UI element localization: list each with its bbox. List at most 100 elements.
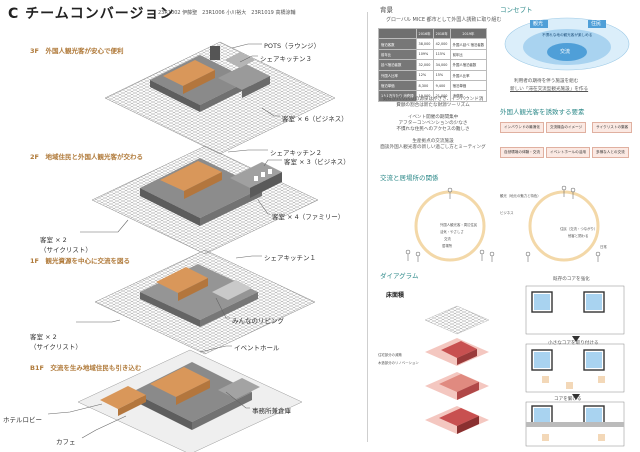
table-cell: 9,400	[432, 79, 451, 92]
page-title: C チームコンバージョン	[8, 6, 175, 22]
exchange-diagram	[405, 185, 601, 262]
attract-tag: 交流機会のイメージ	[546, 122, 587, 133]
label-rooms-family: 客室 × 4（ファミリー）	[272, 213, 345, 221]
massing-caption-b: 木造部分のリノベーション	[378, 361, 419, 365]
label-kitchen-2: シェアキッチン２	[270, 149, 322, 157]
floor-b1f-heading: B1F 交流を生み地域住民も引き込む	[30, 364, 142, 372]
table-header: 2019年	[449, 27, 488, 40]
table-cell: 15%	[432, 69, 451, 81]
table-header: 2016年	[415, 27, 434, 40]
core-steps-diagram	[525, 285, 625, 447]
label-pots: POTS（ラウンジ）	[264, 42, 321, 50]
note-line: 生産拠点の交流施設	[412, 139, 454, 144]
table-cell: 34,000	[432, 59, 451, 71]
isometric-floor-plans	[47, 41, 336, 452]
floor-2f-heading: 2F 地域住民と外国人観光客が交わる	[30, 153, 143, 161]
background-subtitle: グローバル MICE 都市として外国人誘致に取り組む	[386, 17, 502, 23]
table-row-header: 延べ宿泊者数	[378, 59, 417, 71]
label-rooms-cyclist-1f-sub: （サイクリスト）	[30, 343, 82, 351]
concept-summary-b: 新しい「滞在交流型観光施設」を作る	[510, 87, 589, 92]
table-cell: 38,000	[415, 38, 434, 50]
floor-3f-drawing	[104, 41, 336, 155]
label-kitchen-3: シェアキッチン３	[260, 55, 312, 63]
concept-heading: コンセプト	[500, 6, 533, 14]
massing-2	[425, 338, 489, 366]
table-row-header: 外国人比率	[378, 69, 417, 81]
table-cell: 外国人比率	[449, 69, 488, 81]
concept-venn	[504, 17, 630, 71]
massing-3	[425, 372, 489, 400]
table-cell: 42,000	[432, 38, 451, 50]
exchange-label: 交流	[444, 237, 451, 241]
table-cell: 消費額	[449, 90, 488, 102]
table-header: 2018年	[432, 27, 451, 40]
table-row-header: 前年比	[378, 48, 417, 61]
exchange-label: 日常	[600, 245, 607, 249]
concept-summary-a: 利用者の期待を伴う施設を組む	[514, 79, 579, 84]
massing-diagrams	[424, 305, 490, 434]
leader-lines	[47, 43, 282, 439]
table-cell: 21,000	[432, 90, 451, 102]
table-cell: 109%	[415, 48, 434, 61]
diagram-heading: ダイアグラム	[380, 272, 419, 280]
core-step-label: 小さなコアを取り付ける	[548, 341, 599, 346]
exchange-heading: 交流と居場所の関係	[380, 174, 439, 182]
exchange-label: 外国人観光客・周辺住民	[440, 223, 478, 227]
attract-tag: 自然環境の体験・交流	[500, 147, 544, 158]
label-rooms-cyclist-1f: 客室 × 2	[30, 333, 57, 341]
attract-tag: サイクリストの集客	[592, 122, 633, 133]
table-row-header: 宿泊客数	[378, 38, 417, 50]
label-living: みんなのリビング	[232, 317, 284, 325]
note-line: アフターコンベンションの少なさ	[398, 121, 468, 126]
floor-area-label: 床面積	[386, 292, 405, 299]
background-heading: 背景	[380, 6, 393, 14]
table-cell: 外国人延べ 宿泊者数	[449, 38, 488, 50]
table-cell: 宿泊単価	[449, 79, 488, 92]
exchange-label: 活気・やさしさ	[440, 230, 464, 234]
label-event-hall: イベントホール	[234, 344, 280, 352]
team-members: 23R1002 伊藤聖 23R1006 小川裕大 23R1019 高橋涼輔	[158, 10, 296, 16]
note-line: 気分がパリパリの源泉はやぎぎ、インバウンド消	[382, 97, 484, 102]
exchange-label: 居場所	[442, 244, 453, 248]
label-cafe: カフェ	[56, 438, 76, 446]
core-step-label: コアを繋げる	[554, 397, 582, 402]
concept-resident: 住民	[591, 21, 602, 27]
attract-heading: 外国人観光客を誘致する要素	[500, 108, 585, 116]
note-line: 費額の割合は新たな財源ツーリズム	[396, 103, 470, 108]
label-rooms-business-3: 客室 × 3（ビジネス）	[284, 158, 350, 166]
floor-3f-heading: 3F 外国人観光客が安心で便利	[30, 47, 124, 55]
label-kitchen-1: シェアキッチン１	[264, 254, 316, 262]
table-cell: 32,000	[415, 59, 434, 71]
massing-caption-a: 住宅部分の減築	[378, 353, 402, 357]
table-cell: 115%	[432, 48, 451, 61]
concept-exchange: 交流	[560, 49, 571, 55]
table-cell: 12%	[415, 69, 434, 81]
floor-b1f-drawing	[77, 349, 303, 452]
label-rooms-business-6: 客室 × 6（ビジネス）	[282, 115, 348, 123]
concept-tourist: 観光	[533, 21, 544, 27]
exchange-label: 他客と関わる	[568, 234, 589, 238]
table-row-header: 宿泊単価	[378, 79, 417, 92]
label-rooms-cyclist-2f-sub: （サイクリスト）	[40, 246, 92, 254]
attract-tag: インバウンドの最適化	[500, 122, 544, 133]
exchange-label: 住民（交流・つながり）	[560, 227, 598, 231]
table-cell: 外国人宿泊者数	[449, 59, 488, 71]
note-line: イベント開催の期間集中	[407, 115, 459, 120]
massing-4	[425, 406, 489, 434]
table-header	[378, 27, 417, 40]
background-notes: 気分がパリパリの源泉はやぎぎ、インバウンド消 費額の割合は新たな財源ツーリズム …	[378, 96, 488, 150]
label-office: 事務所兼倉庫	[252, 407, 291, 415]
attract-tag: 多様な人との交流	[592, 147, 629, 158]
note-line: 不慣れな住民へのアクセスの難しさ	[396, 127, 470, 132]
column-divider	[367, 12, 368, 442]
table-cell: 8,300	[415, 79, 434, 92]
core-step-label: 既存のコアを強化	[553, 277, 590, 282]
note-line: 面談外国人観光客の新しい過ごし方とミーティング	[380, 145, 486, 150]
